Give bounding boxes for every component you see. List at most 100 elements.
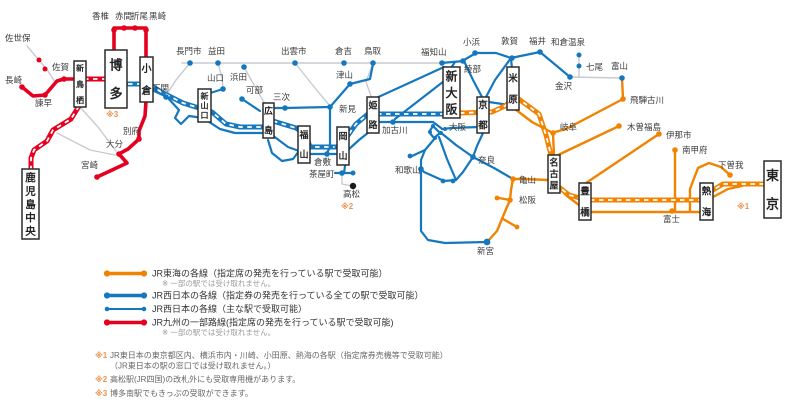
legend-label: JR西日本の各線（指定券の発売を行っている全ての駅で受取可能） <box>152 290 424 301</box>
station-label: 赤間 <box>115 11 132 21</box>
station-dot <box>450 178 456 184</box>
station-dot <box>347 81 353 87</box>
station-dot <box>36 57 42 63</box>
station-label: 飛騨古川 <box>630 95 664 105</box>
station-label: 亀山 <box>519 175 536 185</box>
station-dot <box>407 153 413 159</box>
station-dot <box>111 27 117 33</box>
rail-line <box>269 105 332 110</box>
station-dot <box>433 136 437 140</box>
legend-dot <box>103 270 111 277</box>
station-box <box>578 182 592 221</box>
station-label: 大分 <box>106 139 124 149</box>
legend-dot <box>140 319 148 326</box>
station-box-label: 米 <box>507 72 518 84</box>
station-label: 加古川 <box>382 125 408 135</box>
station-dot <box>483 238 491 246</box>
station-label: 茶屋町 <box>309 169 335 179</box>
rail-line <box>438 130 475 159</box>
station-label: 福知山 <box>421 47 447 57</box>
rail-line <box>688 161 732 213</box>
station-box <box>297 125 311 164</box>
station-label: 別府 <box>123 126 141 136</box>
station-dot <box>567 74 573 80</box>
station-box-label: 倉 <box>141 84 153 97</box>
station-label: 南甲府 <box>682 145 708 155</box>
station-box-label: 山 <box>338 150 347 161</box>
station-box <box>21 168 40 240</box>
station-box <box>366 96 380 134</box>
station-box <box>476 96 490 134</box>
rail-line <box>328 82 352 109</box>
rail-line <box>270 133 301 153</box>
shinkansen-line-dash <box>459 96 517 114</box>
station-label: 宮崎 <box>81 160 99 170</box>
legend-dot <box>104 306 110 312</box>
station-dot <box>443 127 447 131</box>
station-box-label: 央 <box>25 225 36 238</box>
station-label: 金沢 <box>555 81 573 91</box>
station-label: 富士 <box>663 214 681 224</box>
station-box <box>336 126 350 166</box>
station-label: 長崎 <box>5 75 23 85</box>
station-dot <box>143 27 149 33</box>
station-label: 倉敷 <box>314 157 332 167</box>
station-box-label: 栖 <box>76 95 84 105</box>
station-box-label: 京 <box>766 196 779 211</box>
rail-line <box>79 106 117 152</box>
station-dot <box>132 25 138 31</box>
station-label: 福井 <box>529 36 546 46</box>
footnote-text: JR東日本の東京都区内、横浜市内・川崎、小田原、熱海の各駅（指定席券売機等で受取… <box>110 350 448 360</box>
station-dot <box>339 170 345 176</box>
rail-line <box>376 120 443 130</box>
station-dot <box>239 96 245 102</box>
rail-line <box>112 26 148 60</box>
station-box-label: 口 <box>201 111 209 120</box>
station-dot <box>656 131 662 137</box>
station-dot <box>727 172 733 178</box>
rail-line <box>509 50 572 79</box>
station-box <box>104 49 128 109</box>
station-box-label: 山 <box>201 100 209 110</box>
station-dot <box>550 130 556 136</box>
station-box-label: 島 <box>264 125 273 136</box>
rail-line <box>26 45 56 83</box>
station-label: 山口 <box>207 73 224 83</box>
station-dot <box>431 124 435 128</box>
station-dot <box>672 147 678 153</box>
station-dot <box>282 105 288 111</box>
legend-dot <box>103 292 111 299</box>
legend-label: JR東海の各線（指定席の発売を行っている駅で受取可能） <box>152 268 388 279</box>
station-label: 敦賀 <box>501 36 519 46</box>
station-box <box>262 102 275 139</box>
footnote-mark: ※1 <box>95 350 108 360</box>
shinkansen-line-dash <box>30 105 80 170</box>
legend-dot <box>140 270 148 277</box>
rail-line <box>150 88 264 135</box>
station-dot <box>470 154 476 160</box>
station-dot <box>61 76 67 82</box>
rail-line <box>419 167 489 245</box>
station-label: 七尾 <box>586 62 604 72</box>
station-label: 小浜 <box>463 37 481 47</box>
station-box-label: 新 <box>445 68 457 83</box>
rail-line <box>554 124 621 158</box>
station-box-label: 都 <box>477 120 488 132</box>
rail-line <box>484 56 513 99</box>
station-dot <box>514 224 520 230</box>
rail-line <box>419 135 438 171</box>
station-box-label: 広 <box>264 105 273 116</box>
rail-line <box>20 77 77 98</box>
station-box-label: 阪 <box>445 102 458 116</box>
legend-dot <box>141 306 147 312</box>
station-label: 倉吉 <box>335 46 352 56</box>
station-label: 佐賀 <box>52 62 70 72</box>
station-dot <box>509 55 515 61</box>
station-dot <box>619 75 625 81</box>
station-dot <box>116 151 122 157</box>
station-box <box>73 60 87 108</box>
station-dot <box>341 60 347 66</box>
station-dot <box>537 49 543 55</box>
rail-line <box>471 155 515 181</box>
